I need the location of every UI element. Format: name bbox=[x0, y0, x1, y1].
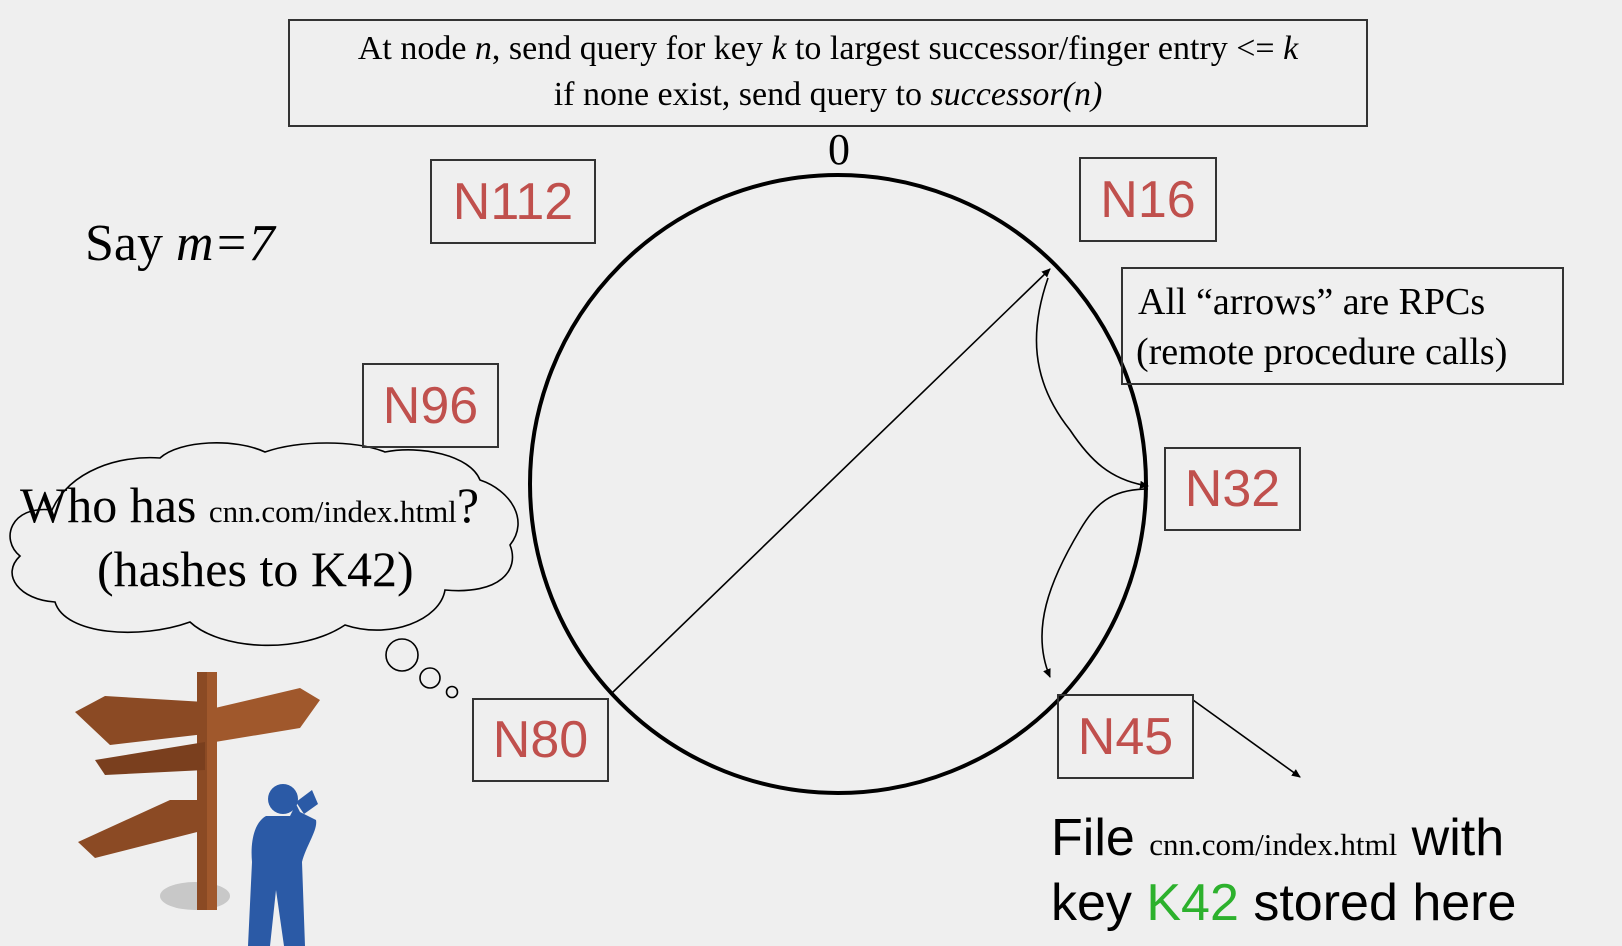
rule-var-k2: k bbox=[1283, 30, 1299, 67]
node-n112: N112 bbox=[430, 159, 596, 244]
file-word: File bbox=[1051, 809, 1150, 867]
person-icon bbox=[248, 784, 318, 946]
rule-text-2a: if none exist, send query to bbox=[553, 76, 931, 113]
chord-ring bbox=[528, 173, 1148, 795]
file-key-word: key bbox=[1051, 874, 1147, 932]
thought-bubble-large bbox=[385, 638, 419, 672]
arrow-n80-to-n16 bbox=[611, 268, 1051, 694]
file-url: cnn.com/index.html bbox=[1149, 827, 1398, 862]
thought-question-mark: ? bbox=[456, 477, 480, 533]
arrow-n32-to-n45 bbox=[1041, 488, 1149, 678]
say-m-label: Say m=7 bbox=[85, 214, 275, 273]
routing-rule-line-1: At node n, send query for key k to large… bbox=[288, 30, 1368, 68]
file-note-line-2: key K42 stored here bbox=[1051, 873, 1516, 933]
rpc-note-line-2: (remote procedure calls) bbox=[1136, 331, 1508, 373]
thought-url: cnn.com/index.html bbox=[208, 494, 457, 529]
file-stored-here: stored here bbox=[1238, 874, 1517, 932]
node-n96: N96 bbox=[362, 363, 499, 448]
rule-var-k: k bbox=[771, 30, 787, 67]
file-with: with bbox=[1397, 809, 1505, 867]
thought-cloud bbox=[9, 442, 519, 647]
thought-bubble-medium bbox=[419, 667, 441, 689]
rule-text-1c: to largest successor/finger entry <= bbox=[786, 30, 1284, 67]
node-n16: N16 bbox=[1079, 157, 1217, 242]
thought-who-has: Who has bbox=[20, 477, 209, 533]
thought-hashes-line: (hashes to K42) bbox=[97, 541, 414, 597]
routing-rule-box bbox=[288, 19, 1368, 127]
node-n80: N80 bbox=[472, 698, 609, 782]
signpost-icon bbox=[75, 672, 320, 910]
say-var-m: m bbox=[176, 215, 214, 272]
say-prefix: Say bbox=[85, 215, 176, 272]
say-suffix: =7 bbox=[213, 215, 275, 272]
rule-var-n: n bbox=[474, 30, 492, 67]
thought-question-line-1: Who has cnn.com/index.html? bbox=[20, 476, 479, 534]
rule-fn-successor: successor(n) bbox=[930, 76, 1103, 113]
thought-bubble-small bbox=[445, 685, 459, 699]
node-n45: N45 bbox=[1057, 694, 1194, 779]
rpc-note-box bbox=[1121, 267, 1564, 385]
rule-text-1a: At node bbox=[357, 30, 475, 67]
arrow-n45-to-file bbox=[1192, 699, 1301, 778]
ring-zero-label: 0 bbox=[828, 125, 850, 174]
rpc-note-line-1: All “arrows” are RPCs bbox=[1138, 281, 1486, 323]
file-key-k42: K42 bbox=[1146, 874, 1239, 932]
routing-rule-line-2: if none exist, send query to successor(n… bbox=[288, 76, 1368, 114]
node-n32: N32 bbox=[1164, 447, 1301, 531]
file-note-line-1: File cnn.com/index.html with bbox=[1051, 808, 1504, 868]
rule-text-1b: , send query for key bbox=[491, 30, 772, 67]
arrow-n16-to-n32 bbox=[1035, 277, 1149, 489]
